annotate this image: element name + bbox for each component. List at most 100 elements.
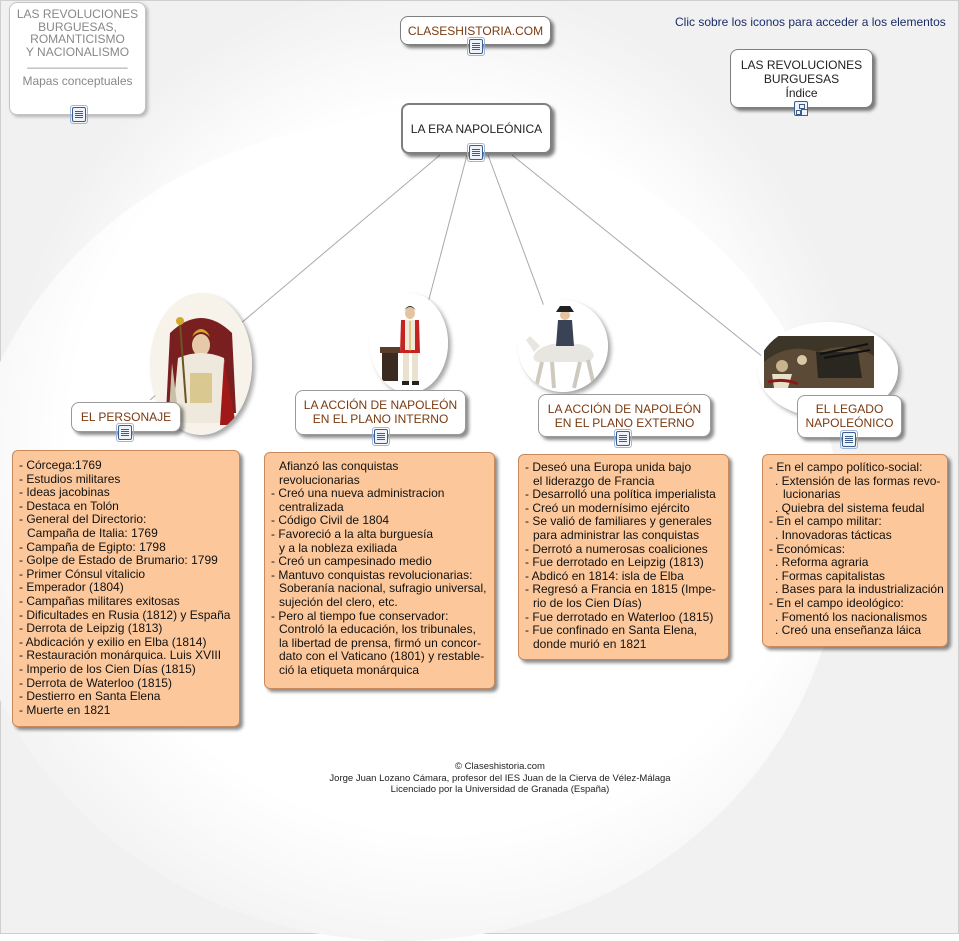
branch-interno-info: Afianzó las conquistas revolucionarias -…: [264, 452, 495, 689]
list-item: el liderazgo de Francia: [533, 473, 655, 488]
site-link[interactable]: CLASESHISTORIA.COM: [400, 16, 551, 56]
list-item: - Fue derrotado en Waterloo (1815): [525, 609, 714, 624]
list-item: - Fue confinado en Santa Elena,: [525, 623, 698, 638]
list-item: - Campañas militares exitosas: [19, 593, 180, 608]
list-item: . Reforma agraria: [775, 555, 869, 570]
index-title-line: LAS REVOLUCIONES: [740, 58, 863, 72]
document-icon[interactable]: [70, 105, 88, 124]
list-item: - Código Civil de 1804: [271, 513, 390, 528]
branch-title: EL PERSONAJE: [80, 410, 172, 424]
list-item: - Golpe de Estado de Brumario: 1799: [19, 553, 218, 568]
index-subtitle: Índice: [785, 86, 818, 100]
branch-title: EL LEGADO: [815, 402, 884, 416]
branch-interno-node[interactable]: LA ACCIÓN DE NAPOLEÓN EN EL PLANO INTERN…: [295, 390, 466, 446]
list-item: - Destierro en Santa Elena: [19, 689, 161, 704]
list-item: - Destaca en Tolón: [19, 498, 119, 513]
list-item: dato con el Vaticano (1801) y restable-: [279, 649, 485, 664]
list-item: ció la etiqueta monárquica: [279, 662, 420, 677]
list-item: - En el campo militar:: [769, 514, 882, 529]
napoleon-throne-portrait[interactable]: [150, 293, 252, 435]
list-item: - Emperador (1804): [19, 580, 124, 595]
list-item: rio de los Cien Días): [533, 595, 642, 610]
list-item: revolucionarias: [279, 472, 360, 487]
central-topic[interactable]: LA ERA NAPOLEÓNICA: [401, 103, 552, 162]
list-item: Controló la educación, los tribunales,: [279, 622, 476, 637]
branch-personaje-info: - Córcega:1769 - Estudios militares - Id…: [12, 450, 240, 727]
list-item: - General del Directorio:: [19, 512, 147, 527]
list-item: - Deseó una Europa unida bajo: [525, 460, 692, 474]
document-icon[interactable]: [467, 37, 485, 56]
list-item: . Innovadoras tácticas: [775, 527, 892, 542]
list-item: . Creó una enseñanza láica: [775, 623, 922, 638]
list-item: y a la nobleza exiliada: [279, 540, 398, 555]
list-item: - Fue derrotado en Leipzig (1813): [525, 555, 704, 570]
list-item: - Restauración monárquica. Luis XVIII: [19, 648, 222, 663]
instruction-text: Clic sobre los iconos para acceder a los…: [675, 15, 946, 29]
top-left-line: LAS REVOLUCIONES: [16, 7, 139, 21]
list-item: - Estudios militares: [19, 471, 121, 486]
list-item: - Mantuvo conquistas revolucionarias:: [271, 567, 473, 582]
list-item: - Económicas:: [769, 541, 846, 556]
top-left-line: Y NACIONALISMO: [25, 44, 130, 59]
branch-externo-node[interactable]: LA ACCIÓN DE NAPOLEÓN EN EL PLANO EXTERN…: [538, 394, 711, 448]
list-item: - Creó una nueva administracion: [271, 486, 445, 501]
list-item: Campaña de Italia: 1769: [27, 525, 158, 540]
list-item: Soberanía nacional, sufragio universal,: [279, 581, 487, 596]
list-item: . Quiebra del sistema feudal: [775, 500, 925, 515]
napoleon-standing-portrait[interactable]: [370, 293, 448, 393]
list-item: - Córcega:1769: [19, 458, 102, 472]
branch-title: LA ACCIÓN DE NAPOLEÓN: [303, 398, 458, 412]
top-left-line: BURGUESAS,: [38, 19, 117, 34]
credits: © Claseshistoria.com Jorge Juan Lozano C…: [300, 761, 700, 796]
branch-personaje-node[interactable]: EL PERSONAJE: [71, 402, 181, 442]
list-item: - Derrota de Leipzig (1813): [19, 621, 163, 636]
list-item: - Muerte en 1821: [19, 702, 111, 717]
document-icon[interactable]: [840, 430, 858, 449]
list-item: - Derrotó a numerosas coaliciones: [525, 541, 708, 556]
branch-title: NAPOLEÓNICO: [805, 416, 894, 430]
list-item: - Se valió de familiares y generales: [525, 514, 712, 529]
list-item: - Pero al tiempo fue conservador:: [271, 608, 449, 623]
license-line: Licenciado por la Universidad de Granada…: [390, 784, 610, 795]
list-item: - Campaña de Egipto: 1798: [19, 539, 166, 554]
index-link[interactable]: LAS REVOLUCIONES BURGUESAS Índice: [730, 49, 873, 116]
list-item: donde murió en 1821: [533, 636, 647, 651]
list-item: - Creó un campesinado medio: [271, 554, 432, 569]
branch-legado-node[interactable]: EL LEGADO NAPOLEÓNICO: [797, 395, 902, 449]
list-item: - Derrota de Waterloo (1815): [19, 675, 172, 690]
branch-title: LA ACCIÓN DE NAPOLEÓN: [547, 402, 702, 416]
napoleon-on-horse[interactable]: [518, 300, 608, 392]
list-item: centralizada: [279, 499, 344, 514]
list-item: sujeción del clero, etc.: [279, 594, 398, 609]
list-item: la libertad de prensa, firmó un concor-: [279, 635, 482, 650]
branch-legado-info: - En el campo político-social: . Extensi…: [762, 454, 948, 647]
list-item: - Creó un modernísimo ejército: [525, 500, 690, 515]
list-item: - Ideas jacobinas: [19, 485, 110, 500]
list-item: - Desarrolló una política imperialista: [525, 487, 716, 502]
document-icon[interactable]: [614, 429, 632, 448]
central-topic-label: LA ERA NAPOLEÓNICA: [410, 122, 543, 136]
document-icon[interactable]: [116, 423, 134, 442]
list-item: . Extensión de las formas revo-: [775, 473, 941, 488]
branch-title: EN EL PLANO INTERNO: [312, 412, 449, 426]
branch-externo-info: - Deseó una Europa unida bajo el lideraz…: [518, 454, 729, 660]
list-item: - Regresó a Francia en 1815 (Impe-: [525, 582, 716, 597]
list-item: - En el campo político-social:: [769, 460, 923, 474]
list-item: - Favoreció a la alta burguesía: [271, 526, 434, 541]
top-left-separator: _______________: [27, 55, 128, 69]
document-icon[interactable]: [467, 143, 485, 162]
top-left-subtitle: Mapas conceptuales: [22, 74, 133, 88]
list-item: . Formas capitalistas: [775, 568, 886, 583]
author-line: Jorge Juan Lozano Cámara, profesor del I…: [329, 772, 671, 784]
list-item: lucionarias: [783, 487, 841, 502]
list-item: para administrar las conquistas: [533, 527, 700, 542]
list-item: Afianzó las conquistas: [279, 459, 399, 473]
concept-maps-link[interactable]: LAS REVOLUCIONES BURGUESAS, ROMANTICISMO…: [9, 2, 146, 124]
concept-map-icon[interactable]: [794, 101, 808, 116]
list-item: - En el campo ideológico:: [769, 595, 904, 610]
copyright-line: © Claseshistoria.com: [455, 761, 545, 772]
document-icon[interactable]: [372, 427, 390, 446]
top-left-line: ROMANTICISMO: [30, 32, 125, 46]
list-item: - Imperio de los Cien Días (1815): [19, 661, 196, 676]
branch-title: EN EL PLANO EXTERNO: [554, 416, 695, 430]
